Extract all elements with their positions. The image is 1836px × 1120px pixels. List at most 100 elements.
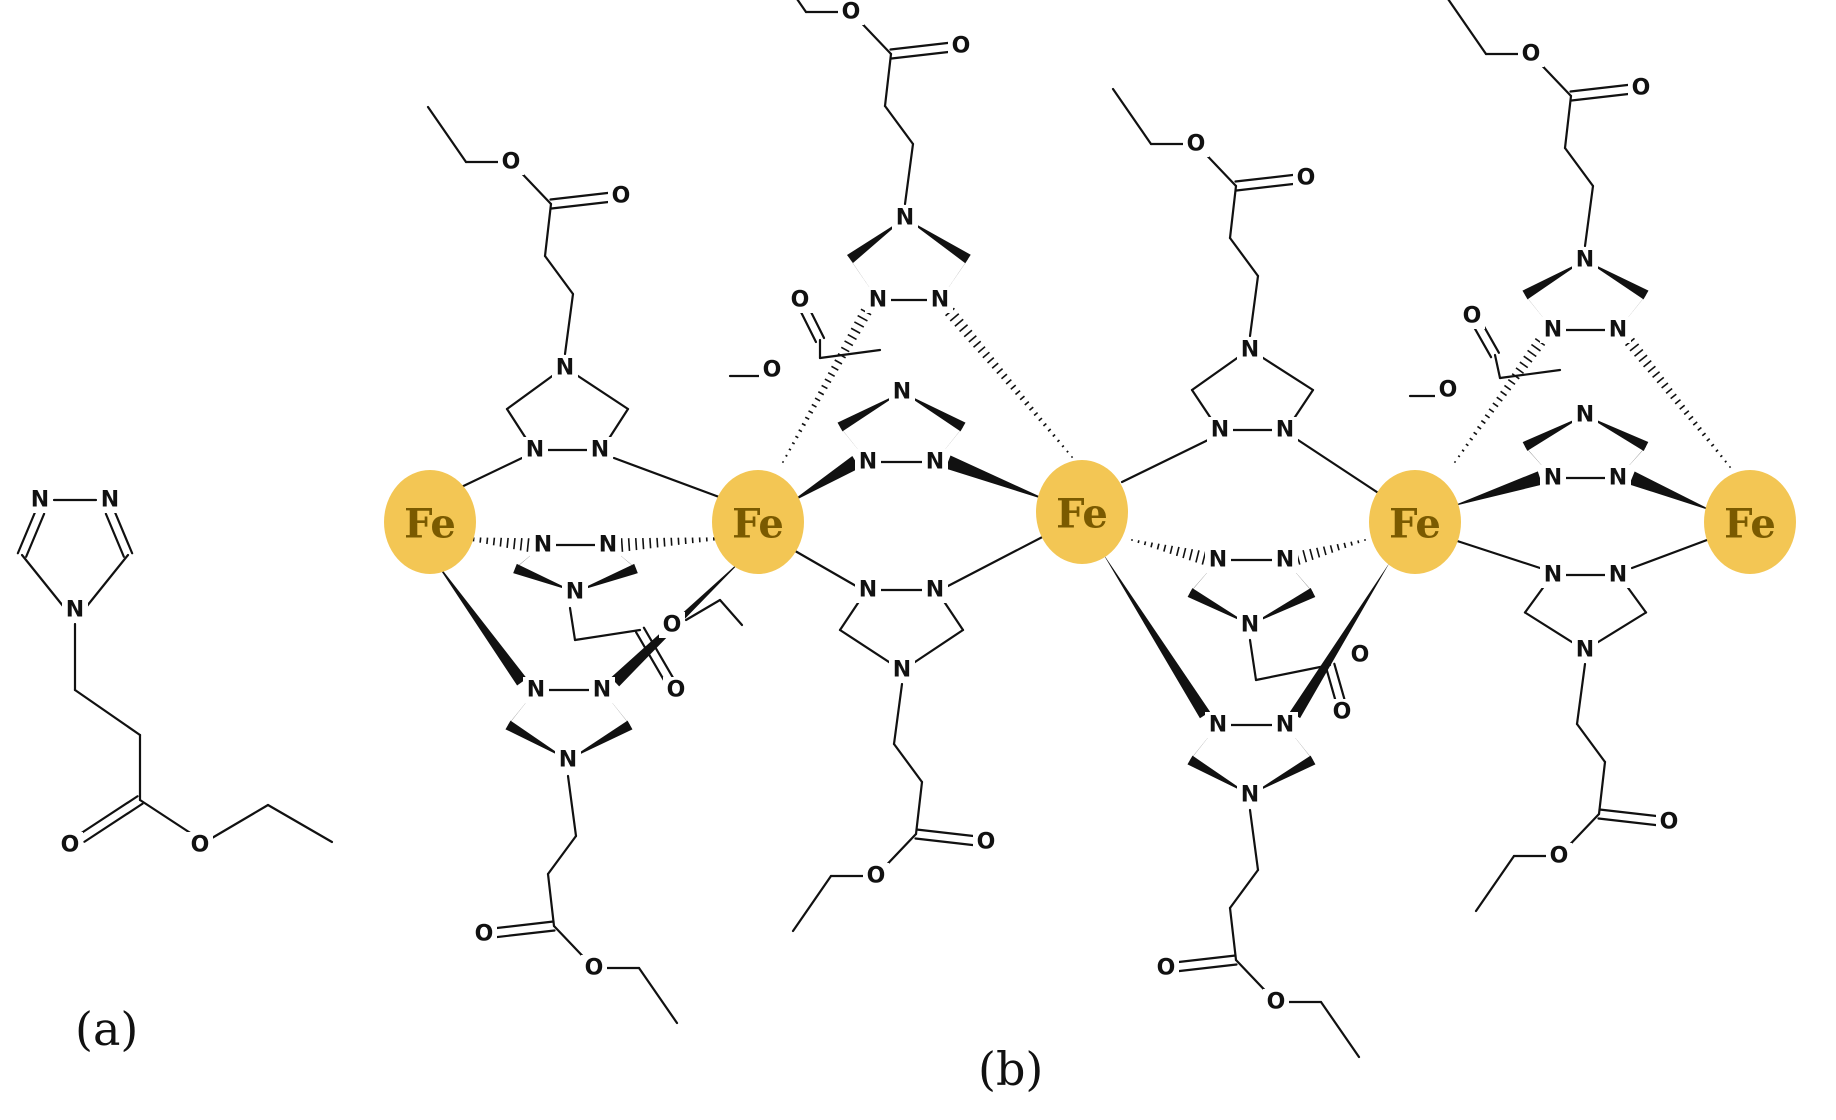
bridge-12-mid-n1-bg <box>530 532 556 558</box>
bridge-45-top-ester-oxygen-carbonyl: O <box>1632 76 1651 101</box>
bridge-34-top-n1-bg <box>1207 417 1233 443</box>
bridge-34-mid-ring <box>1250 588 1316 625</box>
fe-center-5 <box>1704 470 1796 574</box>
bridge-23-bot-ring <box>838 598 862 632</box>
fe-n-hashed <box>1624 337 1732 469</box>
bridge-12-mid-chain <box>568 606 577 642</box>
bridge-12-mid-chain <box>573 628 642 642</box>
bridge-34-top-ester-chain <box>1248 274 1260 338</box>
bridge-12-bot-n2-bg <box>589 677 615 703</box>
bridge-12-top-ring <box>573 372 630 411</box>
bridge-12-bot-n4-bg <box>555 747 581 773</box>
bridge-34-bot-ring <box>1250 755 1316 795</box>
bridge-45-bot-ester-oxygen-ether: O <box>1550 844 1569 869</box>
bridge-12-mid-n2: N <box>599 533 617 558</box>
bridge-45-mid-n2: N <box>1609 466 1627 491</box>
bridge-23-mid-ring <box>837 392 902 432</box>
bridge-45-top-n2: N <box>1609 318 1627 343</box>
bridge-23-bot-ester-oxygen-ether: O <box>867 864 886 889</box>
fe-label-1: Fe <box>404 501 456 548</box>
bridge-45-bot-ring <box>1523 583 1547 614</box>
bridge-23-top-n1: N <box>869 288 887 313</box>
bridge-12-mid-n4-bg <box>562 579 588 605</box>
bridge-23-bot-ester-ethyl <box>791 874 833 933</box>
fe-center-4 <box>1369 470 1461 574</box>
bridge-34-mid-oxygen-carbonyl: O <box>1333 700 1352 725</box>
bridge-23-mid-n1: N <box>859 450 877 475</box>
bridge-45-top-n1: N <box>1544 318 1562 343</box>
bridge-45-bot-ester-oxygen-carbonyl-bg <box>1656 809 1682 835</box>
bridge-12-top-ring <box>505 407 529 442</box>
bridge-45-bot-ester-chain <box>1575 722 1607 764</box>
bridge-12-mid-carbonyl <box>642 626 677 684</box>
bridge-12-mid-ethyl <box>718 598 744 627</box>
bridge-12-top-n4: N <box>556 356 574 381</box>
bridge-12-bot-ester-oxygen-ether-bg <box>581 955 607 981</box>
bridge-45-top-ester-oxygen-carbonyl-bg <box>1628 75 1654 101</box>
bridge-34-mid-chain <box>1254 663 1332 682</box>
fe-label-4: Fe <box>1389 501 1441 548</box>
bridge-45-bot-ester-chain <box>1575 662 1587 726</box>
bridge-34-top-ester-oxygen-ether-bg <box>1183 131 1209 157</box>
bridge-34-mid-ring <box>1187 588 1250 625</box>
fe-n-bond <box>1120 438 1210 484</box>
bridge-34-bot-n2: N <box>1276 713 1294 738</box>
ligand-a-n4-bg <box>62 597 88 623</box>
bridge-34-mid-oxygen-carbonyl-bg <box>1329 699 1355 725</box>
bridge-23-bot-n2-bg <box>922 577 948 603</box>
bridge-34-bot-ester-oxygen-carbonyl: O <box>1157 956 1176 981</box>
bridge-23-top-n1-bg <box>865 287 891 313</box>
bridge-34-top-ester-chain <box>1228 184 1238 240</box>
ligand-a-ester-bond <box>138 798 200 840</box>
bridge-45-side-oxygen-carbonyl: O <box>1463 304 1482 329</box>
bridge-12-top-n2-bg <box>587 437 613 463</box>
bridge-45-top-ester-chain <box>1583 184 1595 248</box>
fe-n-wedge <box>945 455 1052 502</box>
ligand-a-oxygen-carbonyl-bg <box>57 832 83 858</box>
bridge-12-mid-ring <box>575 563 638 592</box>
fe-n-bond <box>1443 535 1542 570</box>
bridge-45-top-n4-bg <box>1572 247 1598 273</box>
bridge-12-bot-n2: N <box>593 678 611 703</box>
fe-n-wedge <box>1102 552 1211 719</box>
fe-n-wedge <box>788 456 860 504</box>
bridge-23-bot-ester-chain <box>914 780 924 836</box>
bridge-45-mid-n2-bg <box>1605 465 1631 491</box>
bridge-34-mid-carbonyl <box>1324 665 1337 703</box>
bridge-23-top-n4-bg <box>892 205 918 231</box>
bridge-12-top-ester-oxygen-ether: O <box>502 150 521 175</box>
bridge-45-top-ester-oxygen-ether: O <box>1522 42 1541 67</box>
ligand-a-oxygen-carbonyl: O <box>61 833 80 858</box>
bridge-23-bot-ester-oxygen-carbonyl-bg <box>973 829 999 855</box>
bridge-23-bot-n4-bg <box>889 657 915 683</box>
bridge-34-mid-n1-bg <box>1205 547 1231 573</box>
bridge-23-mid-n4-bg <box>889 379 915 405</box>
fe-n-hashed <box>620 537 729 552</box>
bridge-12-top-ester-oxygen-carbonyl-bg <box>608 183 634 209</box>
bridge-45-bot-n4: N <box>1576 638 1594 663</box>
bridge-45-top-ring <box>1522 260 1585 300</box>
bridge-23-top-ester-chain <box>883 104 915 146</box>
panel-label-b: (b) <box>978 1042 1043 1096</box>
bridge-45-mid-ring <box>1585 415 1649 451</box>
ligand-a-n4: N <box>66 598 84 623</box>
ligand-a-carbonyl <box>78 795 139 836</box>
fe-label-3: Fe <box>1056 491 1108 538</box>
bridge-23-bot-ester-chain <box>892 742 924 784</box>
bridge-12-top-ester-chain <box>563 292 575 356</box>
labels-layer: (a) (b) <box>75 1002 1043 1096</box>
bridge-45-top-ring <box>1585 260 1649 300</box>
fe-center-2 <box>712 470 804 574</box>
bridge-34-top-ester-chain <box>1228 236 1260 278</box>
bridge-34-mid-oxygen-ether-bg <box>1347 642 1373 668</box>
bridge-12-bot-ester-chain <box>566 774 578 838</box>
panel-label-a: (a) <box>75 1002 138 1056</box>
bridge-45-top-ester-ethyl <box>1447 0 1488 56</box>
bridge-34-bot-ring <box>1187 755 1250 795</box>
bridge-45-bot-ring <box>1523 611 1577 646</box>
bridge-12-top-n4-bg <box>552 355 578 381</box>
bridge-45-side-oxygen-carbonyl-bg <box>1459 303 1485 329</box>
bridge-45-top-ester-chain <box>1563 94 1573 150</box>
